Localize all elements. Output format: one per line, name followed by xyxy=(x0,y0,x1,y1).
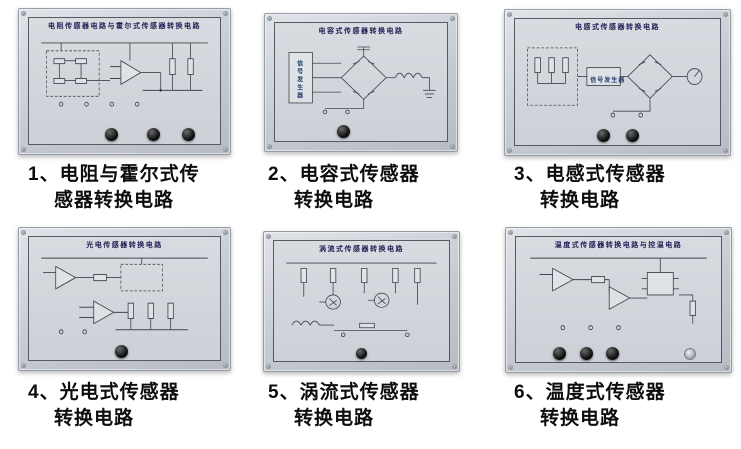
screw-icon xyxy=(21,11,26,16)
panel-title: 电感式传感器转换电路 xyxy=(575,24,660,31)
panel-title: 电容式传感器转换电路 xyxy=(318,28,404,35)
panel-title: 光电传感器转换电路 xyxy=(86,242,163,249)
screw-icon xyxy=(452,364,457,369)
caption-line-1: 1、电阻与霍尔式传 xyxy=(28,164,200,185)
caption-line-2: 转换电路 xyxy=(294,190,375,211)
screw-icon xyxy=(21,147,26,152)
screw-icon xyxy=(223,230,228,235)
caption-eddy-current: 5、涡流式传感器 转换电路 xyxy=(268,380,420,432)
panel-title: 电阻传感器电路与霍尔式传感器转换电路 xyxy=(48,23,201,30)
panel-resistance-hall: 电阻传感器电路与霍尔式传感器转换电路 xyxy=(18,8,231,155)
screw-icon xyxy=(450,16,455,21)
panel-capacitive: 电容式传感器转换电路 信号发生器 xyxy=(264,13,458,152)
screw-icon xyxy=(723,12,728,17)
screw-icon xyxy=(508,230,513,235)
knob-icon xyxy=(625,129,639,142)
circuit-schematic xyxy=(521,252,716,342)
panel-photoelectric: 光电传感器转换电路 xyxy=(18,227,231,371)
panel-face: 温度式传感器转换电路与控温电路 xyxy=(515,236,722,363)
screw-icon xyxy=(723,148,728,153)
schematic-drawing xyxy=(286,262,437,337)
circuit-schematic: 信号发生器 xyxy=(280,38,442,121)
circuit-schematic xyxy=(34,252,215,340)
knob-icon xyxy=(579,347,593,360)
panel-face: 电感式传感器转换电路 信号 xyxy=(514,18,721,146)
panel-title: 涡流式传感器转换电路 xyxy=(319,246,404,253)
knob-icon xyxy=(552,347,566,360)
schematic-drawing xyxy=(527,47,703,118)
schematic-drawing xyxy=(41,42,208,107)
caption-capacitive: 2、电容式传感器 转换电路 xyxy=(268,162,420,214)
caption-line-1: 5、涡流式传感器 xyxy=(268,382,420,403)
screw-icon xyxy=(267,144,272,149)
panel-face: 电阻传感器电路与霍尔式传感器转换电路 xyxy=(28,17,221,145)
screw-icon xyxy=(266,364,271,369)
screw-icon xyxy=(507,12,512,17)
screw-icon xyxy=(223,11,228,16)
panel-temperature: 温度式传感器转换电路与控温电路 xyxy=(505,227,732,373)
knob-icon xyxy=(336,125,350,138)
caption-temperature: 6、温度式传感器 转换电路 xyxy=(514,380,666,432)
knob-icon xyxy=(606,347,620,360)
panel-title: 温度式传感器转换电路与控温电路 xyxy=(554,242,683,249)
screw-icon xyxy=(452,234,457,239)
caption-line-2: 转换电路 xyxy=(54,408,135,429)
signal-generator-label: 信号发生器 xyxy=(590,77,626,84)
caption-resistance-hall: 1、电阻与霍尔式传 感器转换电路 xyxy=(28,162,200,214)
screw-icon xyxy=(21,363,26,368)
panel-face: 涡流式传感器转换电路 xyxy=(273,240,450,362)
schematic-drawing xyxy=(530,257,707,331)
circuit-schematic xyxy=(34,33,215,124)
caption-line-1: 4、光电式传感器 xyxy=(28,382,180,403)
circuit-schematic xyxy=(279,256,444,341)
panel-eddy-current: 涡流式传感器转换电路 xyxy=(263,231,460,372)
knob-icon xyxy=(105,128,119,141)
connector-jack-icon xyxy=(684,348,697,360)
screw-icon xyxy=(267,16,272,21)
panel-face: 电容式传感器转换电路 信号发生器 xyxy=(274,22,448,142)
panel-inductive: 电感式传感器转换电路 信号 xyxy=(504,9,731,156)
caption-line-1: 3、电感式传感器 xyxy=(514,164,666,185)
caption-line-2: 感器转换电路 xyxy=(54,190,175,211)
caption-line-2: 转换电路 xyxy=(540,408,621,429)
screw-icon xyxy=(223,147,228,152)
screw-icon xyxy=(21,230,26,235)
caption-line-2: 转换电路 xyxy=(540,190,621,211)
caption-line-2: 转换电路 xyxy=(294,408,375,429)
screw-icon xyxy=(507,148,512,153)
caption-line-1: 2、电容式传感器 xyxy=(268,164,420,185)
knob-icon xyxy=(114,345,128,358)
screw-icon xyxy=(450,144,455,149)
caption-line-1: 6、温度式传感器 xyxy=(514,382,666,403)
screw-icon xyxy=(724,230,729,235)
knob-icon xyxy=(147,128,161,141)
signal-generator-label: 信号发生器 xyxy=(295,59,302,100)
caption-inductive: 3、电感式传感器 转换电路 xyxy=(514,162,666,214)
schematic-drawing xyxy=(288,46,436,115)
caption-photoelectric: 4、光电式传感器 转换电路 xyxy=(28,380,180,432)
screw-icon xyxy=(266,234,271,239)
schematic-drawing xyxy=(41,257,208,335)
screw-icon xyxy=(508,365,513,370)
screw-icon xyxy=(223,363,228,368)
circuit-schematic: 信号发生器 xyxy=(520,34,715,125)
panel-face: 光电传感器转换电路 xyxy=(28,236,221,361)
screw-icon xyxy=(724,365,729,370)
knob-icon xyxy=(356,348,368,359)
knob-icon xyxy=(181,128,195,141)
knob-icon xyxy=(597,129,610,142)
